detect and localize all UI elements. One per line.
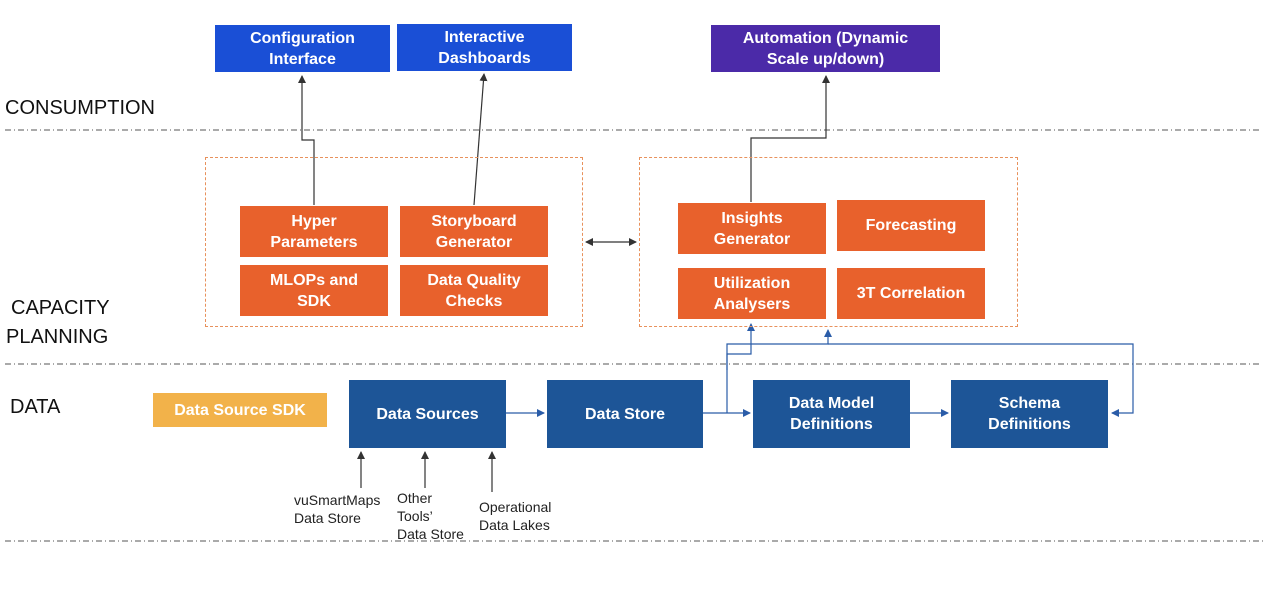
insights-generator-line1: Insights [721,209,783,227]
mlops-sdk-line1: MLOPs and [269,271,358,289]
schema-definitions-line2: Definitions [988,416,1071,433]
configuration-interface-line2: Interface [269,50,336,68]
hyper-parameters-line1: Hyper [291,212,337,230]
data-source-sdk-box: Data Source SDK [153,393,327,427]
automation-line2: Scale up/down) [766,50,885,68]
source-label-lakes-line2: Data Lakes [479,517,550,533]
interactive-dashboards-line1: Interactive [444,28,525,46]
data-store-box: Data Store [547,380,703,448]
layer-label-consumption: CONSUMPTION [5,97,155,119]
arrow-insights-to-automation [750,75,830,202]
arrow-schema-loop [828,343,1134,417]
capacity-right-group [639,157,1018,327]
layer-label-capacity-planning: CAPACITY PLANNING [6,294,110,352]
source-label-operational-lakes: Operational Data Lakes [479,498,551,534]
arrow-store-to-utilization [726,323,755,413]
data-sources-box: Data Sources [349,380,506,448]
layer-label-capacity-line1: CAPACITY [11,297,110,319]
configuration-interface-line1: Configuration [250,29,355,47]
schema-definitions-line1: Schema [998,395,1061,412]
forecasting-box: Forecasting [837,200,985,251]
arrow-store-to-correlation [726,329,832,370]
source-label-other-line1: Other [397,490,433,506]
data-quality-checks-line2: Checks [445,292,503,310]
utilization-analysers-line1: Utilization [713,274,791,292]
data-model-line1: Data Model [788,395,875,412]
source-label-other-line3: Data Store [397,526,464,542]
source-label-vusmartmaps-line1: vuSmartMaps [294,492,381,508]
storyboard-generator-line2: Generator [435,233,513,251]
data-model-line2: Definitions [790,416,873,433]
layer-label-capacity-line2: PLANNING [6,326,109,348]
source-label-vusmartmaps: vuSmartMaps Data Store [294,491,380,527]
layer-label-data: DATA [10,396,61,418]
arrow-storyboard-to-dashboards [473,73,488,206]
automation-line1: Automation (Dynamic [742,29,909,47]
arrow-hyper-to-config [298,75,315,205]
capacity-left-group [205,157,583,327]
data-quality-checks-line1: Data Quality [427,271,521,289]
3t-correlation-box: 3T Correlation [837,268,985,319]
source-label-other-tools: Other Tools’ Data Store [397,489,464,543]
source-label-other-line2: Tools’ [397,508,433,524]
utilization-analysers-line2: Analysers [713,295,791,313]
source-label-vusmartmaps-line2: Data Store [294,510,361,526]
source-label-lakes-line1: Operational [479,499,552,515]
hyper-parameters-line2: Parameters [270,233,358,251]
storyboard-generator-line1: Storyboard [431,212,517,230]
insights-generator-line2: Generator [713,230,791,248]
mlops-sdk-line2: SDK [297,292,331,310]
interactive-dashboards-line2: Dashboards [438,49,531,67]
